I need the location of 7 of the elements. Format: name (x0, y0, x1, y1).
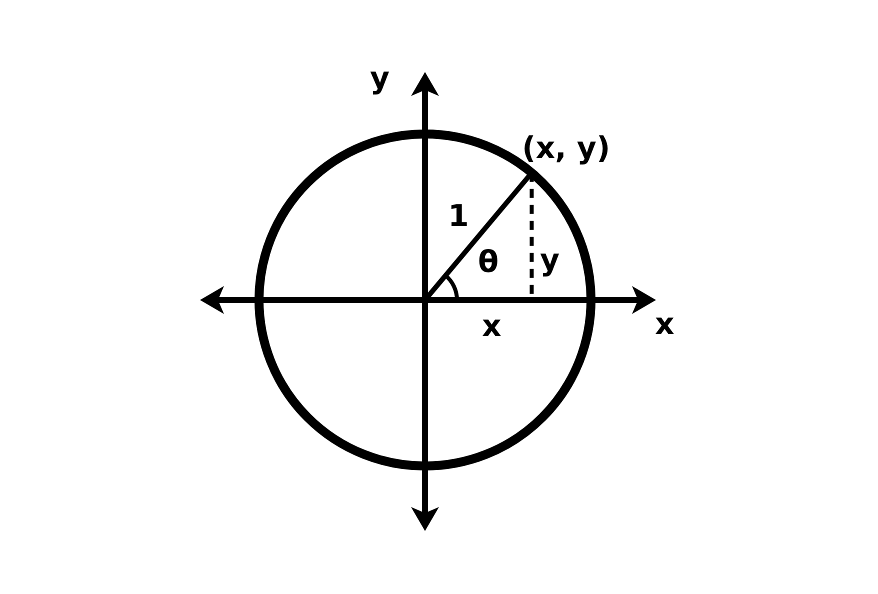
axis-label: x (655, 310, 674, 340)
axis-label: y (370, 64, 390, 94)
side-label: y (540, 246, 560, 276)
radius-label: 1 (448, 202, 469, 232)
point-label: (x, y) (522, 134, 610, 164)
side-label: x (482, 312, 502, 342)
angle-label: θ (478, 248, 499, 278)
